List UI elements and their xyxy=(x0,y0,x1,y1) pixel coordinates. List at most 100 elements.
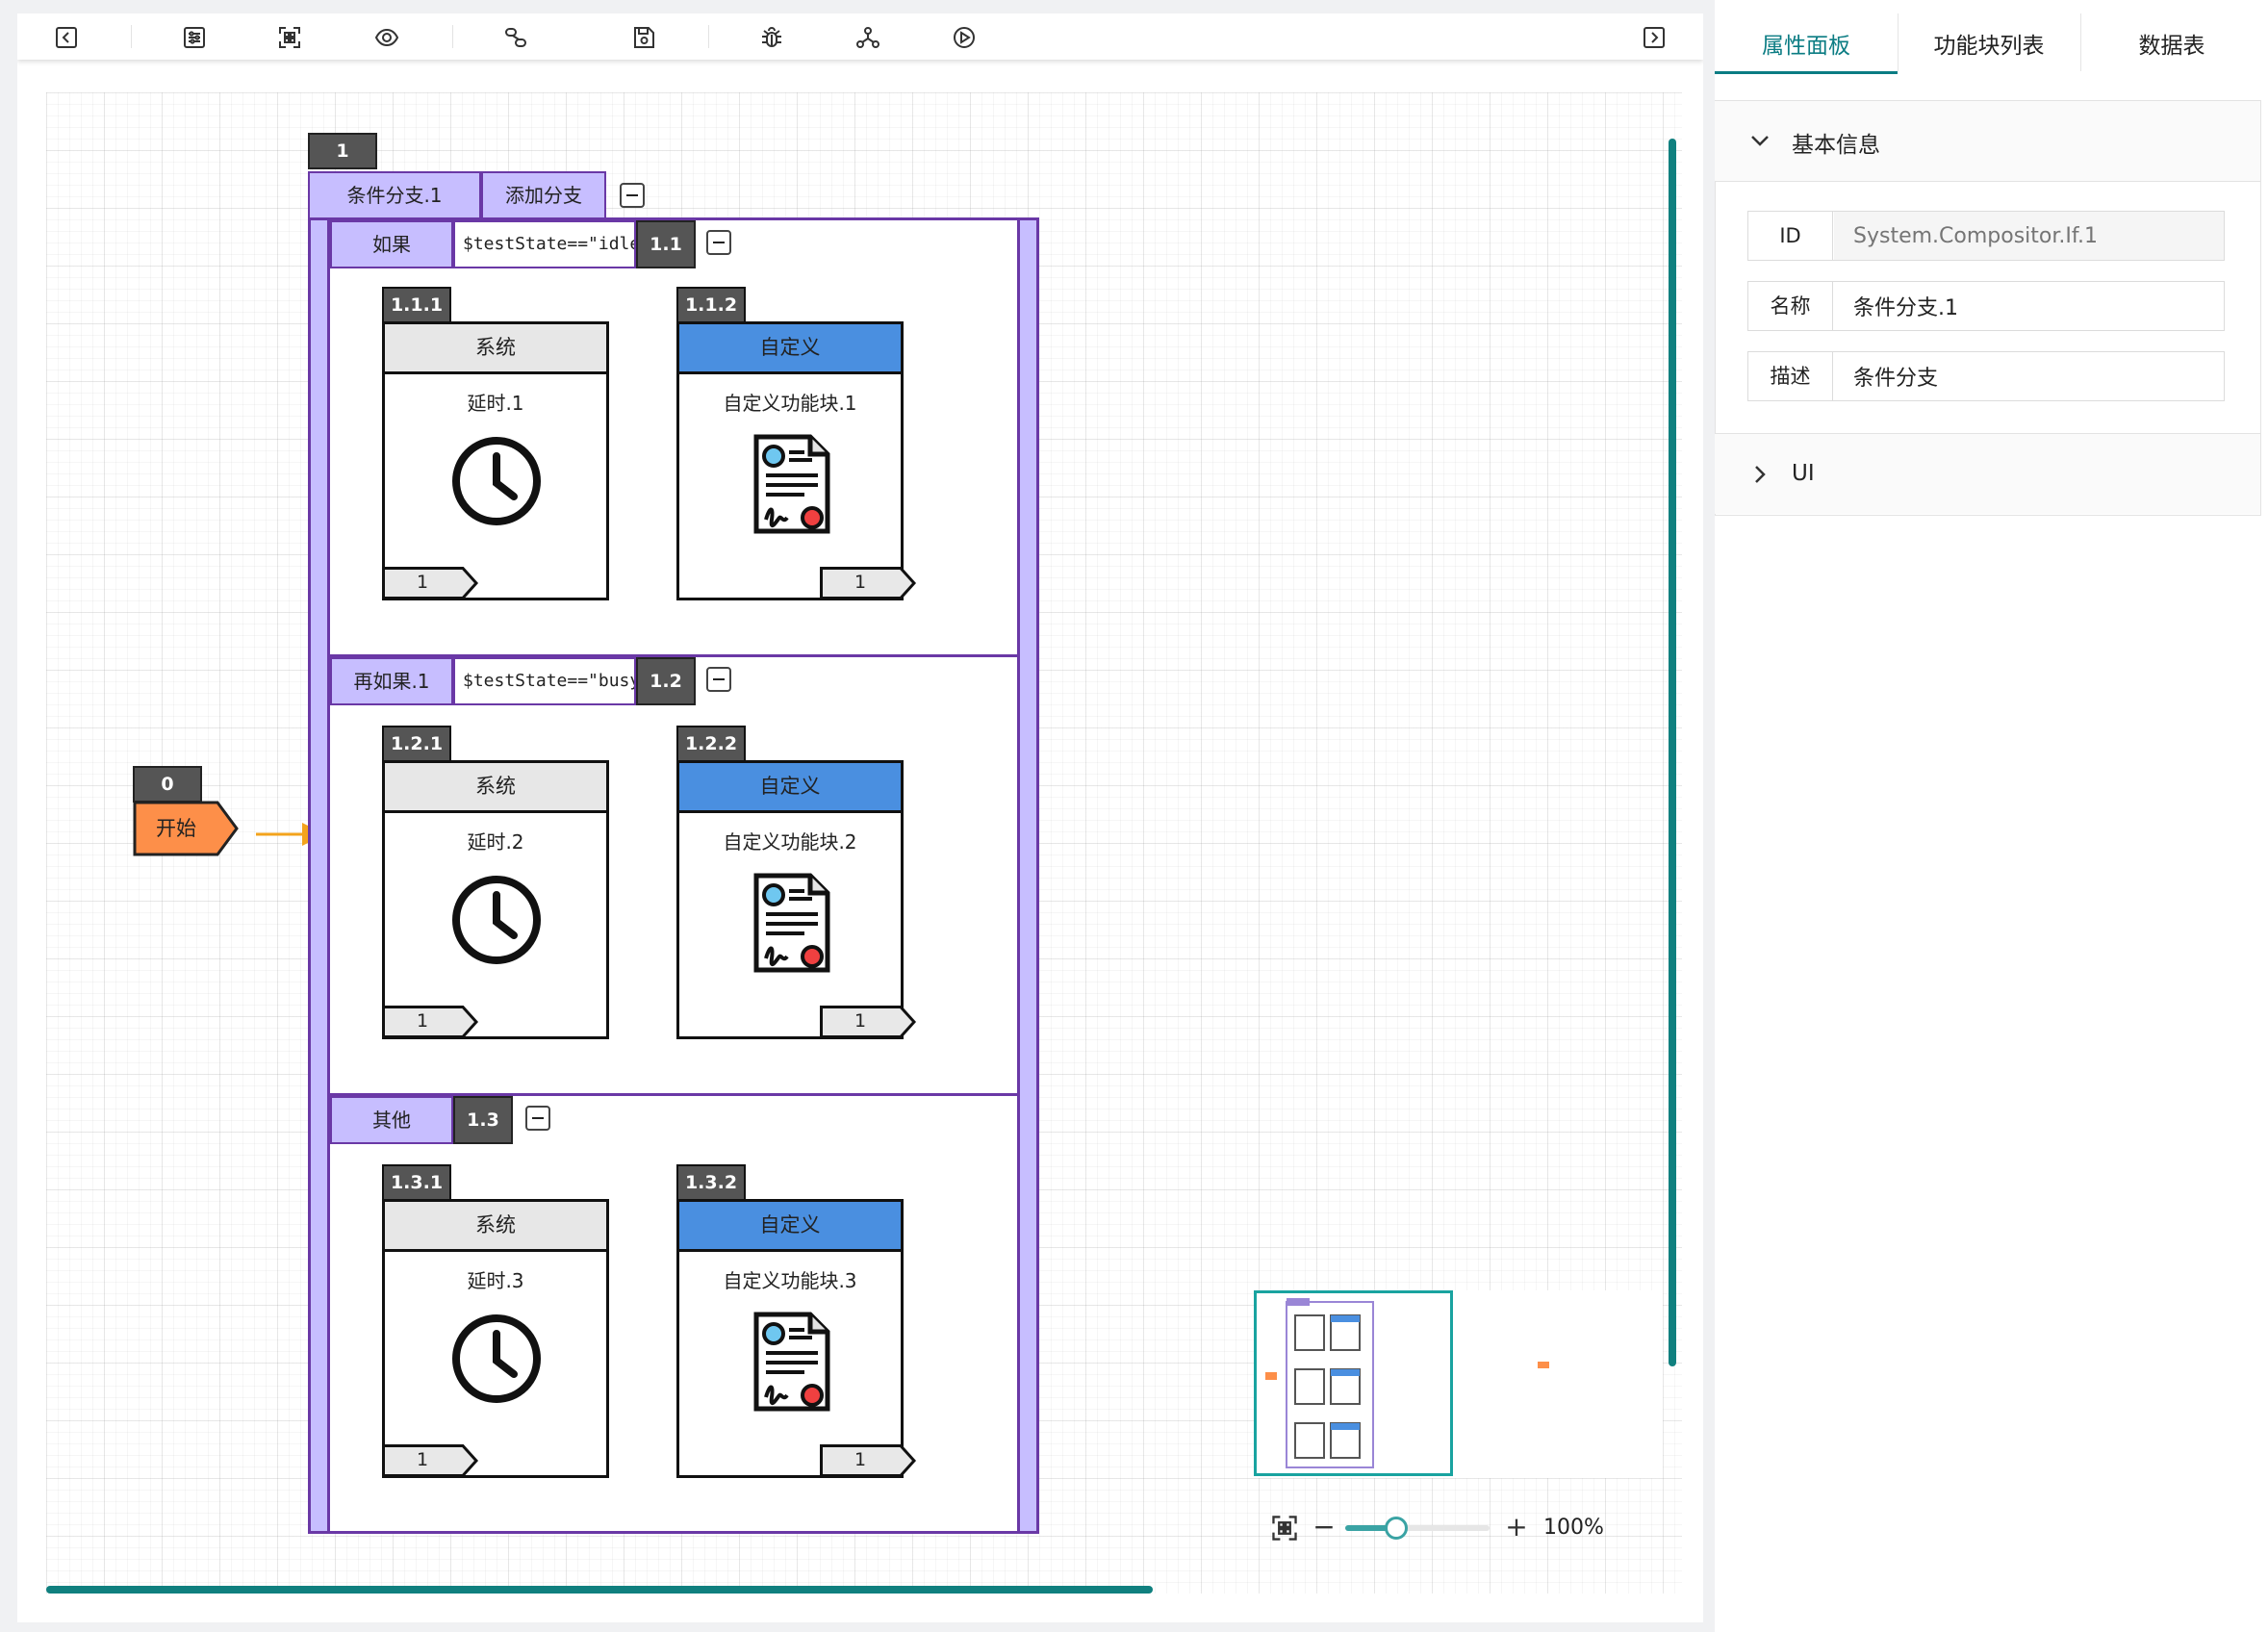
id-field: ID xyxy=(1747,211,2225,261)
minimap[interactable] xyxy=(1254,1290,1663,1478)
link-icon[interactable] xyxy=(503,25,528,50)
add-branch-button[interactable]: 添加分支 xyxy=(481,171,606,219)
section-title: 基本信息 xyxy=(1792,133,1880,158)
network-icon[interactable] xyxy=(855,25,880,50)
block-category: 自定义 xyxy=(679,1202,901,1252)
horizontal-scrollbar[interactable] xyxy=(46,1586,1153,1594)
certificate-document-icon xyxy=(753,873,830,973)
block-category: 系统 xyxy=(385,324,606,374)
collapse-compositor-button[interactable] xyxy=(620,183,645,208)
debug-bug-icon[interactable] xyxy=(759,25,784,50)
certificate-document-icon xyxy=(753,1312,830,1412)
tab-properties[interactable]: 属性面板 xyxy=(1762,34,1850,59)
name-field: 名称 xyxy=(1747,281,2225,331)
certificate-document-icon xyxy=(753,434,830,534)
branch-condition-1[interactable]: $testState=="idle" xyxy=(453,220,636,268)
output-port[interactable]: 1 xyxy=(382,1444,480,1477)
fit-view-icon[interactable] xyxy=(1270,1514,1299,1543)
field-label: 描述 xyxy=(1748,352,1833,400)
block-name: 自定义功能块.3 xyxy=(723,1269,857,1292)
block-category: 自定义 xyxy=(679,324,901,374)
block-name: 延时.2 xyxy=(467,830,524,854)
zoom-out-button[interactable]: − xyxy=(1312,1511,1336,1543)
block-id: 1.3.2 xyxy=(676,1164,746,1201)
toolbar xyxy=(17,13,1703,60)
block-id: 1.1.2 xyxy=(676,287,746,323)
description-input[interactable] xyxy=(1834,352,2224,400)
function-block-system[interactable]: 系统 延时.3 1 xyxy=(382,1199,609,1478)
compositor-name[interactable]: 条件分支.1 xyxy=(308,171,481,219)
branch-id-3: 1.3 xyxy=(453,1096,513,1144)
play-icon[interactable] xyxy=(952,25,977,50)
description-field: 描述 xyxy=(1747,351,2225,401)
flow-editor: 0 开始 1 条件分支.1 添加分支 如果 $testState=="idle"… xyxy=(17,13,1703,1622)
block-id: 1.1.1 xyxy=(382,287,451,323)
zoom-in-button[interactable]: + xyxy=(1505,1511,1528,1543)
output-port[interactable]: 1 xyxy=(382,567,480,599)
block-category: 系统 xyxy=(385,763,606,813)
start-node-id: 0 xyxy=(133,766,202,803)
collapse-branch-1-button[interactable] xyxy=(706,230,731,255)
section-basic-info-header[interactable]: 基本信息 xyxy=(1715,101,2260,182)
start-node[interactable]: 开始 xyxy=(133,801,241,856)
function-block-system[interactable]: 系统 延时.1 1 xyxy=(382,321,609,600)
output-port[interactable]: 1 xyxy=(820,1444,918,1477)
function-block-custom[interactable]: 自定义 自定义功能块.3 1 xyxy=(676,1199,917,1478)
diagram-canvas[interactable]: 0 开始 1 条件分支.1 添加分支 如果 $testState=="idle"… xyxy=(46,92,1682,1594)
properties-panel: 属性面板 功能块列表 数据表 基本信息 ID 名称 描述 UI xyxy=(1715,0,2268,1632)
compositor-id: 1 xyxy=(308,133,377,169)
section-title: UI xyxy=(1792,461,1815,486)
block-name: 延时.1 xyxy=(467,392,524,415)
settings-sliders-icon[interactable] xyxy=(182,25,207,50)
chevron-right-icon xyxy=(1755,466,1766,483)
compositor-left-rail xyxy=(311,220,330,1531)
block-name: 延时.3 xyxy=(467,1269,524,1292)
branch-id-1: 1.1 xyxy=(636,220,696,268)
block-category: 系统 xyxy=(385,1202,606,1252)
fit-view-icon[interactable] xyxy=(277,25,302,50)
tab-block-list[interactable]: 功能块列表 xyxy=(1933,34,2045,59)
output-port[interactable]: 1 xyxy=(820,567,918,599)
minimap-preview xyxy=(1254,1290,1549,1476)
zoom-level: 100% xyxy=(1543,1516,1604,1540)
block-name: 自定义功能块.2 xyxy=(723,830,857,854)
start-node-label: 开始 xyxy=(156,817,196,840)
block-name: 自定义功能块.1 xyxy=(723,392,857,415)
branch-keyword-1: 如果 xyxy=(330,220,453,268)
compositor-right-rail xyxy=(1017,220,1036,1531)
function-block-custom[interactable]: 自定义 自定义功能块.1 1 xyxy=(676,321,917,600)
tab-data-table[interactable]: 数据表 xyxy=(2138,34,2205,59)
field-label: 名称 xyxy=(1748,282,1833,330)
clock-icon xyxy=(452,437,541,525)
clock-icon xyxy=(452,876,541,964)
property-sections xyxy=(1715,100,2261,516)
name-input[interactable] xyxy=(1834,282,2224,330)
collapse-branch-3-button[interactable] xyxy=(525,1106,550,1131)
output-port[interactable]: 1 xyxy=(382,1006,480,1038)
collapse-branch-2-button[interactable] xyxy=(706,667,731,692)
zoom-slider-thumb[interactable] xyxy=(1384,1517,1408,1540)
section-ui-header[interactable]: UI xyxy=(1715,433,2260,514)
panel-expand-icon[interactable] xyxy=(1642,25,1667,50)
output-port[interactable]: 1 xyxy=(820,1006,918,1038)
branch-id-2: 1.2 xyxy=(636,657,696,705)
branch-keyword-3: 其他 xyxy=(330,1096,453,1144)
branch-condition-2[interactable]: $testState=="busy" xyxy=(453,657,636,705)
id-input xyxy=(1834,212,2224,260)
zoom-slider[interactable] xyxy=(1345,1517,1490,1540)
clock-icon xyxy=(452,1314,541,1403)
block-id: 1.2.1 xyxy=(382,726,451,762)
block-id: 1.2.2 xyxy=(676,726,746,762)
branch-keyword-2: 再如果.1 xyxy=(330,657,453,705)
block-id: 1.3.1 xyxy=(382,1164,451,1201)
save-icon[interactable] xyxy=(631,25,656,50)
chevron-down-icon xyxy=(1751,136,1769,146)
block-category: 自定义 xyxy=(679,763,901,813)
vertical-scrollbar[interactable] xyxy=(1669,139,1676,1366)
function-block-custom[interactable]: 自定义 自定义功能块.2 1 xyxy=(676,760,917,1039)
function-block-system[interactable]: 系统 延时.2 1 xyxy=(382,760,609,1039)
panel-collapse-icon[interactable] xyxy=(54,25,79,50)
eye-icon[interactable] xyxy=(374,25,399,50)
field-label: ID xyxy=(1748,212,1833,260)
active-tab-indicator xyxy=(1715,71,1898,74)
